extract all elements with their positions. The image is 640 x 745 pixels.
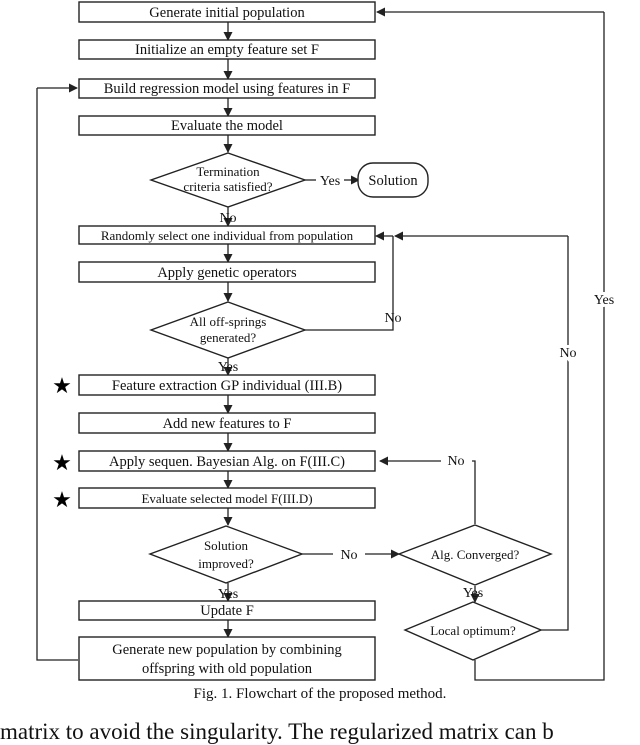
improved-no-label: No: [340, 548, 357, 563]
generate-new-population-line2: offspring with old population: [142, 661, 313, 677]
decision-alg-converged: Alg. Converged?: [397, 524, 553, 586]
line-offsprings-no: [305, 236, 394, 331]
evaluate-selected-model-label: Evaluate selected model F(III.D): [141, 491, 312, 506]
decision-offsprings-generated: All off-springs generated?: [148, 301, 308, 359]
edge-labels: Yes No No Yes Yes No No Yes No Yes: [218, 174, 617, 602]
offsprings-yes-label: Yes: [218, 360, 238, 375]
offsprings-line2: generated?: [200, 330, 257, 345]
star-icon: ★: [52, 450, 72, 475]
apply-bayesian-label: Apply sequen. Bayesian Alg. on F(III.C): [109, 454, 345, 470]
process-evaluate-selected-model: Evaluate selected model F(III.D): [78, 487, 376, 509]
process-initialize-feature-set: Initialize an empty feature set F: [78, 39, 376, 60]
process-build-regression-model: Build regression model using features in…: [78, 78, 376, 99]
flowchart: Generate initial population Initialize a…: [36, 1, 617, 681]
solution-label: Solution: [368, 173, 418, 189]
process-generate-new-population: Generate new population by combining off…: [78, 636, 376, 681]
converged-no-label: No: [447, 454, 464, 469]
contribution-markers: ★ ★ ★: [52, 373, 72, 512]
process-generate-initial-population: Generate initial population: [78, 1, 376, 23]
randomly-select-individual-label: Randomly select one individual from popu…: [101, 228, 354, 243]
line-local-yes: [474, 12, 605, 681]
process-feature-extraction: Feature extraction GP individual (III.B): [78, 374, 376, 396]
star-icon: ★: [52, 487, 72, 512]
apply-genetic-operators-label: Apply genetic operators: [157, 265, 297, 281]
body-text-fragment: matrix to avoid the singularity. The reg…: [0, 719, 554, 744]
generate-new-population-line1: Generate new population by combining: [112, 642, 342, 658]
termination-no-label: No: [219, 211, 236, 226]
local-optimum-yes-label: Yes: [594, 293, 614, 308]
decision-solution-improved: Solution improved?: [148, 525, 304, 584]
termination-line1: Termination: [196, 164, 260, 179]
process-add-new-features: Add new features to F: [78, 412, 376, 434]
feature-extraction-label: Feature extraction GP individual (III.B): [112, 378, 342, 394]
star-icon: ★: [52, 373, 72, 398]
figure-caption: Fig. 1. Flowchart of the proposed method…: [193, 686, 447, 702]
process-update-f: Update F: [78, 600, 376, 621]
local-optimum-label: Local optimum?: [430, 623, 516, 638]
process-apply-genetic-operators: Apply genetic operators: [78, 261, 376, 283]
converged-yes-label: Yes: [463, 586, 483, 601]
terminal-solution: Solution: [357, 162, 429, 198]
improved-yes-label: Yes: [218, 587, 238, 602]
offsprings-line1: All off-springs: [190, 314, 267, 329]
line-local-no: [541, 236, 569, 631]
decision-termination: Termination criteria satisfied?: [148, 152, 308, 208]
alg-converged-label: Alg. Converged?: [431, 547, 520, 562]
line-converged-no: [472, 460, 476, 524]
line-newpop-loop: [36, 88, 78, 661]
decision-local-optimum: Local optimum?: [403, 601, 543, 661]
connectors: [36, 7, 605, 681]
termination-line2: criteria satisfied?: [183, 179, 272, 194]
build-regression-model-label: Build regression model using features in…: [104, 81, 350, 97]
solution-improved-line2: improved?: [198, 556, 254, 571]
local-optimum-no-label: No: [559, 346, 576, 361]
evaluate-model-label: Evaluate the model: [171, 118, 283, 134]
termination-yes-label: Yes: [320, 174, 340, 189]
generate-initial-population-label: Generate initial population: [149, 5, 305, 21]
offsprings-no-label: No: [384, 311, 401, 326]
solution-improved-line1: Solution: [204, 538, 249, 553]
add-new-features-label: Add new features to F: [163, 416, 292, 432]
process-evaluate-model: Evaluate the model: [78, 115, 376, 136]
update-f-label: Update F: [200, 603, 254, 619]
process-randomly-select-individual: Randomly select one individual from popu…: [78, 225, 376, 245]
process-apply-bayesian: Apply sequen. Bayesian Alg. on F(III.C): [78, 450, 376, 472]
initialize-feature-set-label: Initialize an empty feature set F: [135, 42, 319, 58]
